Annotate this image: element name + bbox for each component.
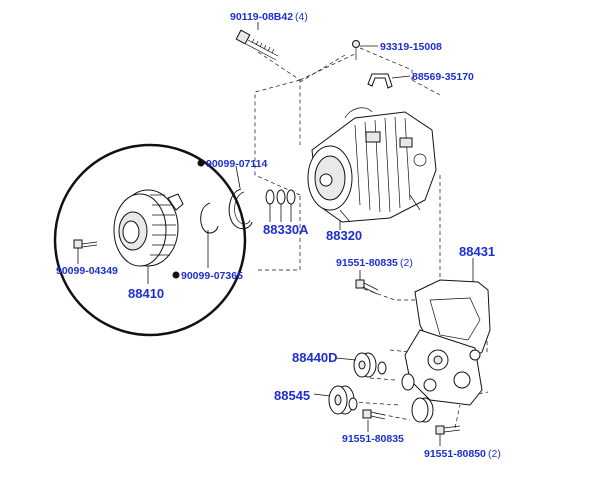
- label-clutch-ring[interactable]: 90099-07365: [181, 270, 243, 282]
- label-compressor[interactable]: 88320: [326, 228, 362, 243]
- label-screw-top[interactable]: 93319-15008: [380, 41, 442, 53]
- label-bolt-top[interactable]: 90119-08B42: [230, 11, 293, 23]
- leader-lines: [77, 22, 474, 446]
- label-shims[interactable]: 88330A: [263, 222, 309, 237]
- qty-bolt-bracket: (2): [400, 257, 413, 269]
- bullet-marker-clutch-ring: [172, 271, 180, 279]
- bolt-bottom-left-drawing[interactable]: [362, 409, 386, 420]
- screw-top-drawing[interactable]: [352, 40, 360, 61]
- qty-bolt-top: (4): [295, 11, 308, 23]
- label-bolt-bottom-left[interactable]: 91551-80835: [342, 433, 404, 445]
- label-snap-ring[interactable]: 90099-07114: [206, 158, 267, 170]
- compressor-drawing[interactable]: [307, 107, 437, 223]
- bullet-marker-snap-ring: [197, 159, 205, 167]
- bracket-small-drawing[interactable]: [367, 73, 393, 89]
- label-clutch-assy[interactable]: 88410: [128, 286, 164, 301]
- bracket-assy-drawing[interactable]: [404, 279, 491, 406]
- lower-pulley-drawing: [401, 373, 434, 423]
- label-idler-pulley[interactable]: 88545: [274, 388, 310, 403]
- label-clutch-bolt[interactable]: 90099-04349: [56, 265, 118, 277]
- label-bracket-small[interactable]: 88569-35170: [412, 71, 474, 83]
- idler-pulley-drawing[interactable]: [328, 385, 358, 415]
- clutch-ring-drawing[interactable]: [200, 202, 219, 234]
- qty-bolt-bottom-right: (2): [488, 448, 501, 460]
- idler-pulley-d-drawing[interactable]: [353, 352, 387, 378]
- bolt-bottom-right-drawing[interactable]: [435, 425, 461, 435]
- label-bolt-bracket[interactable]: 91551-80835: [336, 257, 398, 269]
- bolt-bracket-drawing[interactable]: [355, 279, 379, 295]
- label-bracket-assy[interactable]: 88431: [459, 244, 495, 259]
- label-bolt-bottom-right[interactable]: 91551-80850: [424, 448, 486, 460]
- shims-drawing[interactable]: [265, 189, 296, 205]
- clutch-detail-circle: [53, 143, 247, 337]
- clutch-bolt-drawing[interactable]: [73, 239, 98, 249]
- clutch-drawing[interactable]: [113, 189, 184, 267]
- label-idler-pulley-d[interactable]: 88440D: [292, 350, 338, 365]
- bolt-top-drawing[interactable]: [235, 29, 279, 61]
